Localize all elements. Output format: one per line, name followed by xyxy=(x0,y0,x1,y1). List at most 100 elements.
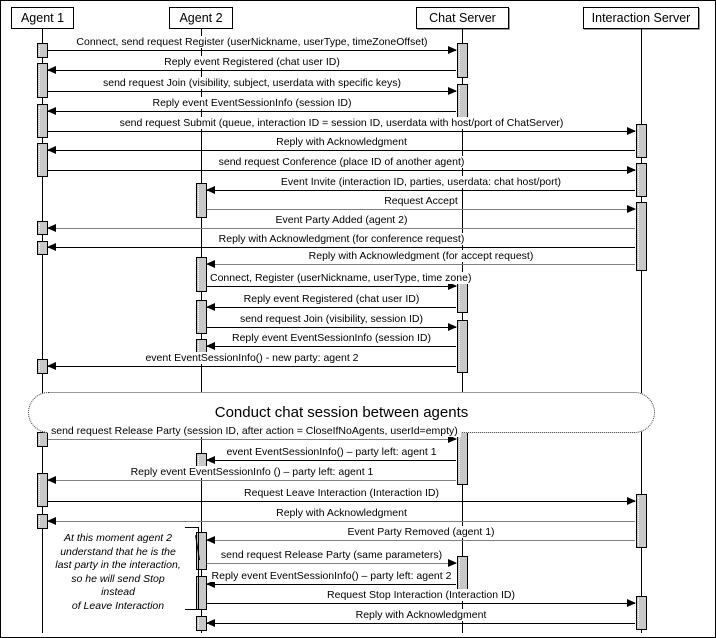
arrowhead-icon xyxy=(627,205,636,213)
message-label-text: event EventSessionInfo() – party left: a… xyxy=(223,446,440,458)
message-label: event EventSessionInfo() - new party: ag… xyxy=(48,352,456,364)
message-line xyxy=(207,307,456,308)
arrowhead-icon xyxy=(627,497,636,505)
message-label: Reply event EventSessionInfo (session ID… xyxy=(207,332,456,344)
message-line xyxy=(48,228,635,229)
message-arrow[interactable]: send request Submit (queue, interaction … xyxy=(48,117,636,135)
message-arrow[interactable]: Event Party Added (agent 2) xyxy=(47,214,635,232)
arrowhead-icon xyxy=(448,323,457,331)
activation-bar-agent1 xyxy=(37,473,48,507)
phase-frame-label: Conduct chat session between agents xyxy=(214,404,469,421)
arrowhead-icon xyxy=(206,619,215,627)
message-label-text: send request Submit (queue, interaction … xyxy=(116,117,567,129)
arrowhead-icon xyxy=(448,46,457,54)
message-label-text: send request Join (visibility, subject, … xyxy=(99,77,404,89)
message-label: Reply with Acknowledgment xyxy=(207,609,635,621)
participant-header-chat[interactable]: Chat Server xyxy=(416,7,509,29)
message-label: Connect, send request Register (userNick… xyxy=(48,36,456,48)
arrowhead-icon xyxy=(206,580,215,588)
message-label-text: event EventSessionInfo() - new party: ag… xyxy=(142,352,362,364)
activation-bar-interaction xyxy=(636,494,647,548)
message-arrow[interactable]: Reply event EventSessionInfo () – party … xyxy=(47,466,456,484)
message-arrow[interactable]: Request Leave Interaction (Interaction I… xyxy=(48,487,636,505)
activation-bar-agent1 xyxy=(37,432,48,447)
activation-bar-agent1 xyxy=(37,63,48,98)
message-arrow[interactable]: Reply with Acknowledgment (for conferenc… xyxy=(47,233,635,251)
message-arrow[interactable]: event EventSessionInfo() – party left: a… xyxy=(206,446,456,464)
message-arrow[interactable]: Reply with Acknowledgment xyxy=(47,136,635,154)
arrowhead-icon xyxy=(206,342,215,350)
message-arrow[interactable]: send request Release Party (same paramet… xyxy=(207,549,457,567)
message-label: Event Invite (interaction ID, parties, u… xyxy=(207,176,635,188)
message-arrow[interactable]: send request Release Party (session ID, … xyxy=(48,425,461,443)
activation-bar-agent1 xyxy=(37,143,48,177)
activation-bar-chat xyxy=(457,556,468,590)
message-label: Reply event Registered (chat user ID) xyxy=(207,293,456,305)
message-arrow[interactable]: Event Invite (interaction ID, parties, u… xyxy=(206,176,635,194)
message-line xyxy=(48,131,635,132)
message-label-text: Reply with Acknowledgment xyxy=(352,609,490,621)
message-line xyxy=(207,264,635,265)
message-arrow[interactable]: Reply event Registered (chat user ID) xyxy=(206,293,456,311)
lifeline-agent1 xyxy=(42,29,43,633)
message-arrow[interactable]: Reply event EventSessionInfo() – party l… xyxy=(206,570,456,588)
message-arrow[interactable]: Connect, send request Register (userNick… xyxy=(48,36,457,54)
message-arrow[interactable]: Request Accept xyxy=(207,195,636,213)
message-line xyxy=(48,521,635,522)
message-label-text: Event Invite (interaction ID, parties, u… xyxy=(277,176,565,188)
message-label: send request Join (visibility, subject, … xyxy=(48,77,456,89)
message-label-text: Reply event Registered (chat user ID) xyxy=(161,56,343,68)
activation-bar-agent2 xyxy=(196,183,207,218)
message-label-text: send request Release Party (same paramet… xyxy=(217,549,446,561)
message-arrow[interactable]: Reply with Acknowledgment (for accept re… xyxy=(206,250,635,268)
message-arrow[interactable]: event EventSessionInfo() - new party: ag… xyxy=(47,352,456,370)
activation-bar-interaction xyxy=(636,163,647,197)
message-label-text: Reply with Acknowledgment xyxy=(273,136,410,148)
message-arrow[interactable]: send request Conference (place ID of ano… xyxy=(48,156,636,174)
message-line xyxy=(48,150,635,151)
annotation-note-line: so he will send Stop instead xyxy=(71,572,165,599)
message-line xyxy=(207,286,456,287)
message-label: Reply event Registered (chat user ID) xyxy=(48,56,456,68)
message-label-text: Connect, Register (userNickname, userTyp… xyxy=(207,272,475,284)
message-arrow[interactable]: send request Join (visibility, subject, … xyxy=(48,77,457,95)
arrowhead-icon xyxy=(47,517,56,525)
message-arrow[interactable]: Reply event Registered (chat user ID) xyxy=(47,56,456,74)
arrowhead-icon xyxy=(448,282,457,290)
message-label: Reply with Acknowledgment xyxy=(48,136,635,148)
message-label-text: Request Leave Interaction (Interaction I… xyxy=(241,487,442,499)
message-label-text: Request Stop Interaction (Interaction ID… xyxy=(324,589,518,601)
message-arrow[interactable]: Event Party Removed (agent 1) xyxy=(206,526,635,544)
message-arrow[interactable]: Reply event EventSessionInfo (session ID… xyxy=(47,97,456,115)
activation-bar-agent2 xyxy=(196,257,207,292)
message-line xyxy=(48,247,635,248)
participant-header-agent1[interactable]: Agent 1 xyxy=(11,7,74,29)
message-label-text: Reply with Acknowledgment (for accept re… xyxy=(305,250,537,262)
arrowhead-icon xyxy=(206,536,215,544)
message-arrow[interactable]: Connect, Register (userNickname, userTyp… xyxy=(207,272,475,290)
message-line xyxy=(48,70,456,71)
arrowhead-icon xyxy=(627,127,636,135)
message-line xyxy=(207,346,456,347)
message-arrow[interactable]: send request Join (visibility, session I… xyxy=(207,313,457,331)
message-line xyxy=(48,111,456,112)
message-line xyxy=(207,190,635,191)
participant-header-agent2[interactable]: Agent 2 xyxy=(169,7,233,29)
message-arrow[interactable]: Reply event EventSessionInfo (session ID… xyxy=(206,332,456,350)
annotation-note-line: At this moment agent 2 xyxy=(64,532,172,544)
message-arrow[interactable]: Reply with Acknowledgment xyxy=(206,609,635,627)
annotation-note-line: of Leave Interaction xyxy=(71,599,165,612)
message-arrow[interactable]: Request Stop Interaction (Interaction ID… xyxy=(207,589,636,607)
message-line xyxy=(48,366,456,367)
activation-bar-chat xyxy=(457,432,468,485)
message-label-text: send request Conference (place ID of ano… xyxy=(215,156,468,168)
message-label: event EventSessionInfo() – party left: a… xyxy=(207,446,456,458)
message-line xyxy=(48,480,456,481)
message-label-text: Reply with Acknowledgment xyxy=(273,507,410,519)
activation-bar-agent2 xyxy=(196,300,207,334)
message-arrow[interactable]: Reply with Acknowledgment xyxy=(47,507,635,525)
message-label: Connect, Register (userNickname, userTyp… xyxy=(207,272,475,284)
participant-header-interaction[interactable]: Interaction Server xyxy=(583,7,699,29)
